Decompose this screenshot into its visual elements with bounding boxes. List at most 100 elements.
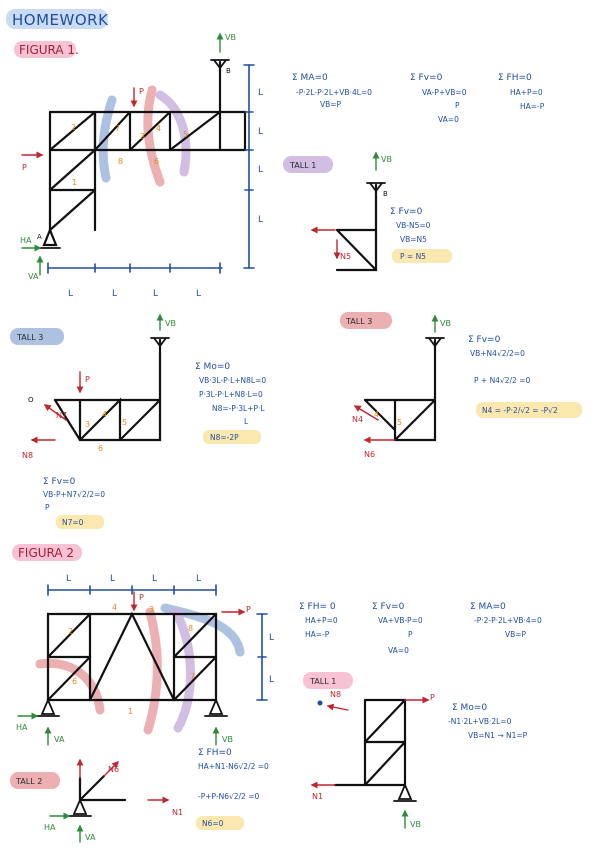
svg-text:L: L xyxy=(68,289,73,299)
svg-text:P: P xyxy=(430,693,435,702)
fig1-bar-5: 5 xyxy=(183,130,188,139)
tall1-equations: Σ Fv=0 VB-N5=0 VB=N5 P = N5 xyxy=(390,207,452,263)
svg-text:VA: VA xyxy=(85,833,96,842)
svg-text:B: B xyxy=(383,190,388,198)
svg-text:P: P xyxy=(246,605,251,614)
svg-text:VB=P: VB=P xyxy=(320,100,342,109)
svg-text:L: L xyxy=(153,289,158,299)
svg-text:VB: VB xyxy=(410,820,421,829)
svg-text:P·3L-P·L+N8·L=0: P·3L-P·L+N8·L=0 xyxy=(199,390,263,399)
tall1b-diagram: P N8 N1 VB xyxy=(310,690,435,829)
tall3b-diagram: VB N4 N6 4 5 xyxy=(352,314,451,459)
fig1-bar-7: 7 xyxy=(115,124,120,133)
svg-text:N6: N6 xyxy=(108,765,119,774)
tall3a-label: TALL 3 xyxy=(16,333,43,342)
svg-text:Σ MA=0: Σ MA=0 xyxy=(292,73,328,83)
svg-text:VA+VB-P=0: VA+VB-P=0 xyxy=(378,616,423,625)
svg-text:7: 7 xyxy=(190,672,195,681)
fig1-label: FIGURA 1. xyxy=(19,43,79,57)
title-highlight xyxy=(6,9,108,29)
tall1-diagram: VB B N5 xyxy=(310,151,392,272)
svg-text:Σ Mo=0: Σ Mo=0 xyxy=(452,703,487,713)
svg-text:Σ Fv=0: Σ Fv=0 xyxy=(43,477,76,487)
svg-text:VB: VB xyxy=(222,735,233,744)
fig1-load-p-top: P xyxy=(139,87,144,96)
svg-text:N7: N7 xyxy=(56,411,67,420)
tall3a-equations: Σ Mo=0 VB·3L-P·L+N8L=0 P·3L-P·L+N8·L=0 N… xyxy=(43,362,266,529)
svg-text:4: 4 xyxy=(112,603,117,612)
svg-text:N1: N1 xyxy=(172,808,183,817)
svg-text:L: L xyxy=(258,127,263,137)
fig1-loads: P P VB B A HA VA xyxy=(20,32,236,281)
svg-text:L: L xyxy=(196,289,201,299)
svg-text:6: 6 xyxy=(72,677,77,686)
fig1-vb: VB xyxy=(225,33,236,42)
tall1-label-highlight xyxy=(283,156,333,173)
svg-text:Σ Fv=0: Σ Fv=0 xyxy=(372,602,405,612)
fig2-equations: Σ FH= 0 HA+P=0 HA=-P Σ Fv=0 VA+VB-P=0 P … xyxy=(299,602,542,655)
svg-text:Σ Fv=0: Σ Fv=0 xyxy=(410,73,443,83)
svg-text:VB-P+N7√2/2=0: VB-P+N7√2/2=0 xyxy=(43,490,105,499)
svg-text:L: L xyxy=(196,574,201,584)
svg-text:N4: N4 xyxy=(352,415,363,424)
svg-text:VB: VB xyxy=(165,319,176,328)
svg-text:L: L xyxy=(269,675,274,685)
svg-text:O: O xyxy=(28,396,34,404)
fig1-label-highlight xyxy=(14,41,76,58)
tall3b-label: TALL 3 xyxy=(345,317,372,326)
svg-text:-P·2-P·2L+VB·4=0: -P·2-P·2L+VB·4=0 xyxy=(474,616,542,625)
tall1b-label: TALL 1 xyxy=(309,677,336,686)
fig1-equations: Σ MA=0 -P·2L-P·2L+VB·4L=0 VB=P Σ Fv=0 VA… xyxy=(292,73,545,124)
fig1-ha: HA xyxy=(20,236,32,245)
svg-text:Σ FH=0: Σ FH=0 xyxy=(498,73,532,83)
tall2-label-highlight xyxy=(10,772,60,789)
svg-text:N8: N8 xyxy=(330,690,341,699)
svg-text:VB: VB xyxy=(440,319,451,328)
fig2-label: FIGURA 2 xyxy=(18,546,74,560)
fig2-truss xyxy=(36,611,228,717)
tall1b-label-highlight xyxy=(303,672,353,689)
svg-text:P + N4√2/2 =0: P + N4√2/2 =0 xyxy=(474,376,530,385)
svg-text:N8=-P·3L+P·L: N8=-P·3L+P·L xyxy=(212,404,265,413)
svg-text:N1: N1 xyxy=(312,792,323,801)
fig1-support-a: A xyxy=(37,233,42,241)
svg-text:VB+N4√2/2=0: VB+N4√2/2=0 xyxy=(470,349,525,358)
fig2-loads: P P HA VA VB xyxy=(16,591,251,746)
svg-text:4: 4 xyxy=(102,410,107,419)
svg-text:VB=N5: VB=N5 xyxy=(400,235,427,244)
svg-text:VA=0: VA=0 xyxy=(388,646,409,655)
svg-text:VB=P: VB=P xyxy=(505,630,527,639)
fig1-bar-6: 6 xyxy=(154,157,159,166)
fig1-bar-numbers: 2 7 3 4 5 8 6 1 xyxy=(71,123,188,187)
svg-text:P = N5: P = N5 xyxy=(400,252,426,261)
svg-text:Σ Fv=0: Σ Fv=0 xyxy=(468,335,501,345)
svg-text:P: P xyxy=(45,503,50,512)
tall3a-label-highlight xyxy=(10,328,64,345)
fig1-highlight-strokes xyxy=(98,85,191,187)
svg-text:VA=0: VA=0 xyxy=(438,115,459,124)
svg-text:N5: N5 xyxy=(340,252,351,261)
svg-text:Σ FH=0: Σ FH=0 xyxy=(198,748,232,758)
tall3a-diagram: VB P O N8 N7 3 4 5 6 xyxy=(22,313,176,460)
svg-text:2: 2 xyxy=(68,627,73,636)
fig1-dimensions: L L L L L L L L xyxy=(47,64,263,299)
svg-text:4: 4 xyxy=(374,410,379,419)
svg-text:-P+P-N6√2/2 =0: -P+P-N6√2/2 =0 xyxy=(198,792,259,801)
svg-text:VB-N5=0: VB-N5=0 xyxy=(396,221,431,230)
svg-text:P: P xyxy=(455,101,460,110)
fig1-support-b: B xyxy=(226,67,231,75)
fig1-bar-2: 2 xyxy=(71,123,76,132)
fig1-va: VA xyxy=(28,272,39,281)
svg-text:L: L xyxy=(258,165,263,175)
svg-text:P: P xyxy=(139,593,144,602)
svg-text:L: L xyxy=(258,88,263,98)
svg-text:L: L xyxy=(269,633,274,643)
page-title: HOMEWORK xyxy=(12,11,109,29)
fig1-bar-4: 4 xyxy=(156,124,161,133)
fig2-bar-numbers: 4 2 6 1 3 8 7 xyxy=(68,603,195,716)
svg-text:Σ MA=0: Σ MA=0 xyxy=(470,602,506,612)
svg-text:N8=-2P: N8=-2P xyxy=(210,433,239,442)
svg-text:P: P xyxy=(85,375,90,384)
svg-text:HA=-P: HA=-P xyxy=(520,102,545,111)
